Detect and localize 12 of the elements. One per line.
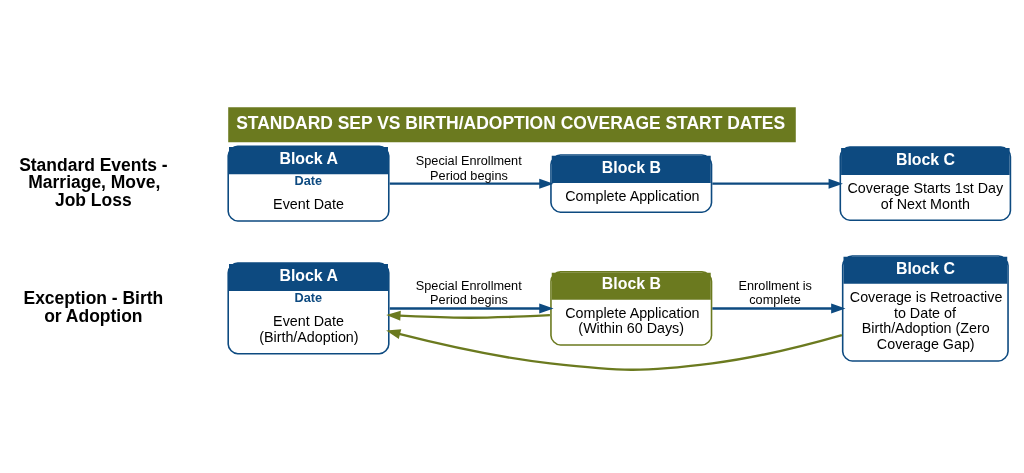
arrow <box>386 310 550 321</box>
arrow <box>389 302 554 313</box>
label: Standard Events - Marriage, Move, Job Loss <box>19 154 168 210</box>
edge-label: Special Enrollment Period begins <box>415 277 522 307</box>
diagram-title: STANDARD SEP VS BIRTH/ADOPTION COVERAGE START DATES <box>236 112 786 132</box>
arrow <box>712 302 846 313</box>
arrow <box>386 328 843 371</box>
arrow <box>712 178 843 189</box>
edge-label: Special Enrollment Period begins <box>415 152 522 183</box>
edge-label: Enrollment is complete <box>738 277 812 307</box>
label: Exception - Birth or Adoption <box>23 287 164 326</box>
arrow <box>389 178 554 189</box>
